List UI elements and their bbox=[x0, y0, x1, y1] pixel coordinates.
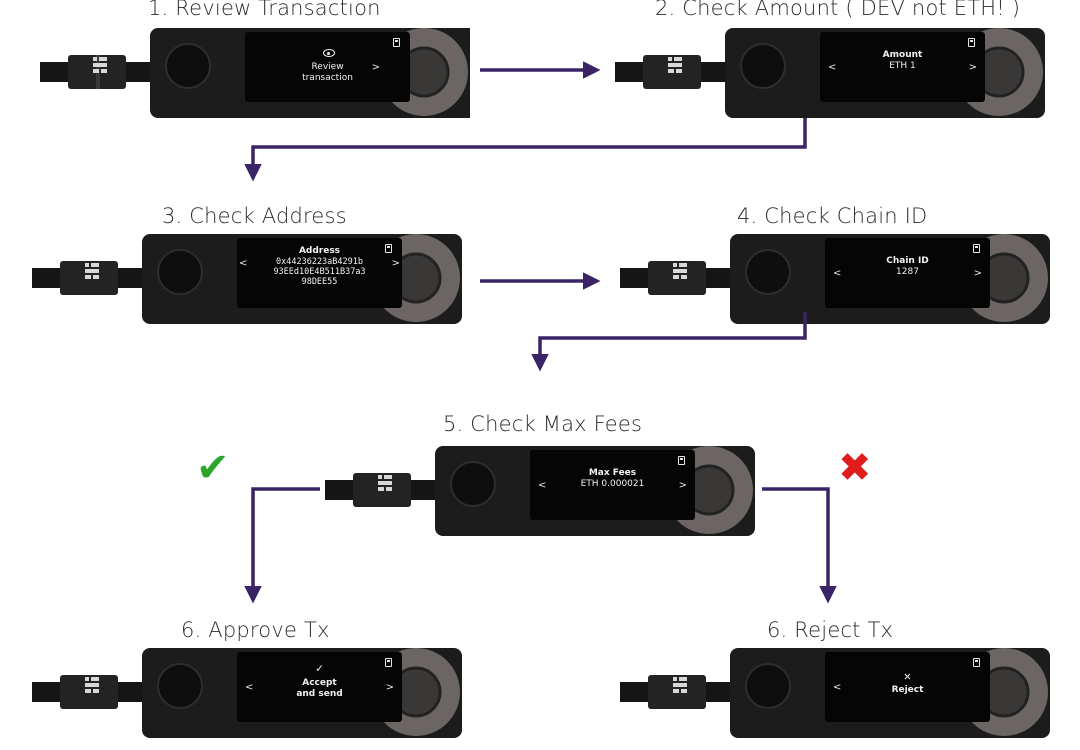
chevron-right-icon: > bbox=[678, 480, 687, 491]
chevron-left-icon: < bbox=[538, 480, 547, 491]
device-screen: Address 0x44236223aB4291b 93EEd10E4B511B… bbox=[237, 238, 402, 308]
chevron-left-icon: < bbox=[828, 62, 837, 73]
check-icon: ✓ bbox=[315, 661, 324, 675]
step-4-label: 4. Check Chain ID bbox=[737, 204, 928, 228]
device-screen: Review transaction > bbox=[245, 32, 410, 102]
step-2-label: 2. Check Amount ( DEV not ETH! ) bbox=[655, 0, 1021, 20]
chevron-left-icon: < bbox=[833, 268, 842, 279]
chevron-left-icon: < bbox=[245, 682, 254, 693]
screen-line-1: Review bbox=[311, 62, 344, 72]
ledger-device-reject: ✕ Reject < bbox=[610, 642, 1050, 742]
screen-line-1: ETH 0.000021 bbox=[580, 479, 645, 489]
screen-line-1: Accept bbox=[302, 678, 337, 688]
chevron-right-icon: > bbox=[385, 682, 394, 693]
screen-line-1: Reject bbox=[891, 685, 924, 695]
arrow-5-to-reject bbox=[762, 487, 837, 604]
usb-icon bbox=[385, 244, 392, 253]
eye-icon bbox=[322, 49, 335, 57]
ledger-device-approve: ✓ Accept and send < > bbox=[22, 642, 462, 742]
screen-line-1: ETH 1 bbox=[889, 61, 916, 71]
chevron-right-icon: > bbox=[973, 268, 982, 279]
usb-icon bbox=[678, 456, 685, 465]
device-screen: Max Fees ETH 0.000021 < > bbox=[530, 450, 695, 520]
screen-line-2: and send bbox=[296, 689, 343, 699]
step-6-approve-label: 6. Approve Tx bbox=[181, 618, 330, 642]
approve-check-icon: ✔ bbox=[196, 445, 230, 491]
step-5-label: 5. Check Max Fees bbox=[443, 412, 643, 436]
chevron-right-icon: > bbox=[391, 258, 400, 269]
step-1-label: 1. Review Transaction bbox=[148, 0, 381, 20]
screen-line-2: transaction bbox=[302, 73, 353, 83]
chevron-left-icon: < bbox=[239, 258, 248, 269]
device-screen: ✓ Accept and send < > bbox=[237, 652, 402, 722]
chevron-right-icon: > bbox=[968, 62, 977, 73]
device-screen: Chain ID 1287 < > bbox=[825, 238, 990, 308]
screen-title: Max Fees bbox=[588, 468, 637, 478]
usb-icon bbox=[385, 658, 392, 667]
ledger-device-chain-id: Chain ID 1287 < > bbox=[610, 228, 1050, 328]
device-screen: ✕ Reject < bbox=[825, 652, 990, 722]
usb-icon bbox=[968, 38, 975, 47]
step-6-reject-label: 6. Reject Tx bbox=[767, 618, 894, 642]
usb-icon bbox=[973, 658, 980, 667]
screen-title: Address bbox=[298, 246, 341, 256]
device-screen: Amount ETH 1 < > bbox=[820, 32, 985, 102]
screen-title: Amount bbox=[882, 50, 923, 60]
chevron-left-icon: < bbox=[833, 682, 842, 693]
screen-line-1: 1287 bbox=[896, 267, 919, 277]
arrow-5-to-approve bbox=[244, 487, 320, 604]
chevron-right-icon: > bbox=[371, 62, 380, 73]
step-3-label: 3. Check Address bbox=[162, 204, 347, 228]
ledger-device-address: Address 0x44236223aB4291b 93EEd10E4B511B… bbox=[22, 228, 462, 328]
ledger-device-review: Review transaction > bbox=[30, 22, 470, 122]
arrow-2-to-3 bbox=[244, 118, 807, 182]
usb-icon bbox=[393, 38, 400, 47]
ledger-device-max-fees: Max Fees ETH 0.000021 < > bbox=[315, 440, 755, 540]
arrow-4-to-5 bbox=[531, 312, 807, 372]
screen-line-1: 0x44236223aB4291b bbox=[276, 257, 363, 267]
usb-icon bbox=[973, 244, 980, 253]
close-icon: ✕ bbox=[903, 669, 912, 683]
reject-cross-icon: ✖ bbox=[838, 445, 872, 491]
ledger-device-amount: Amount ETH 1 < > bbox=[605, 22, 1045, 122]
screen-title: Chain ID bbox=[886, 256, 929, 266]
screen-line-3: 98DEE55 bbox=[301, 277, 338, 287]
screen-line-2: 93EEd10E4B511B37a3 bbox=[273, 267, 366, 277]
